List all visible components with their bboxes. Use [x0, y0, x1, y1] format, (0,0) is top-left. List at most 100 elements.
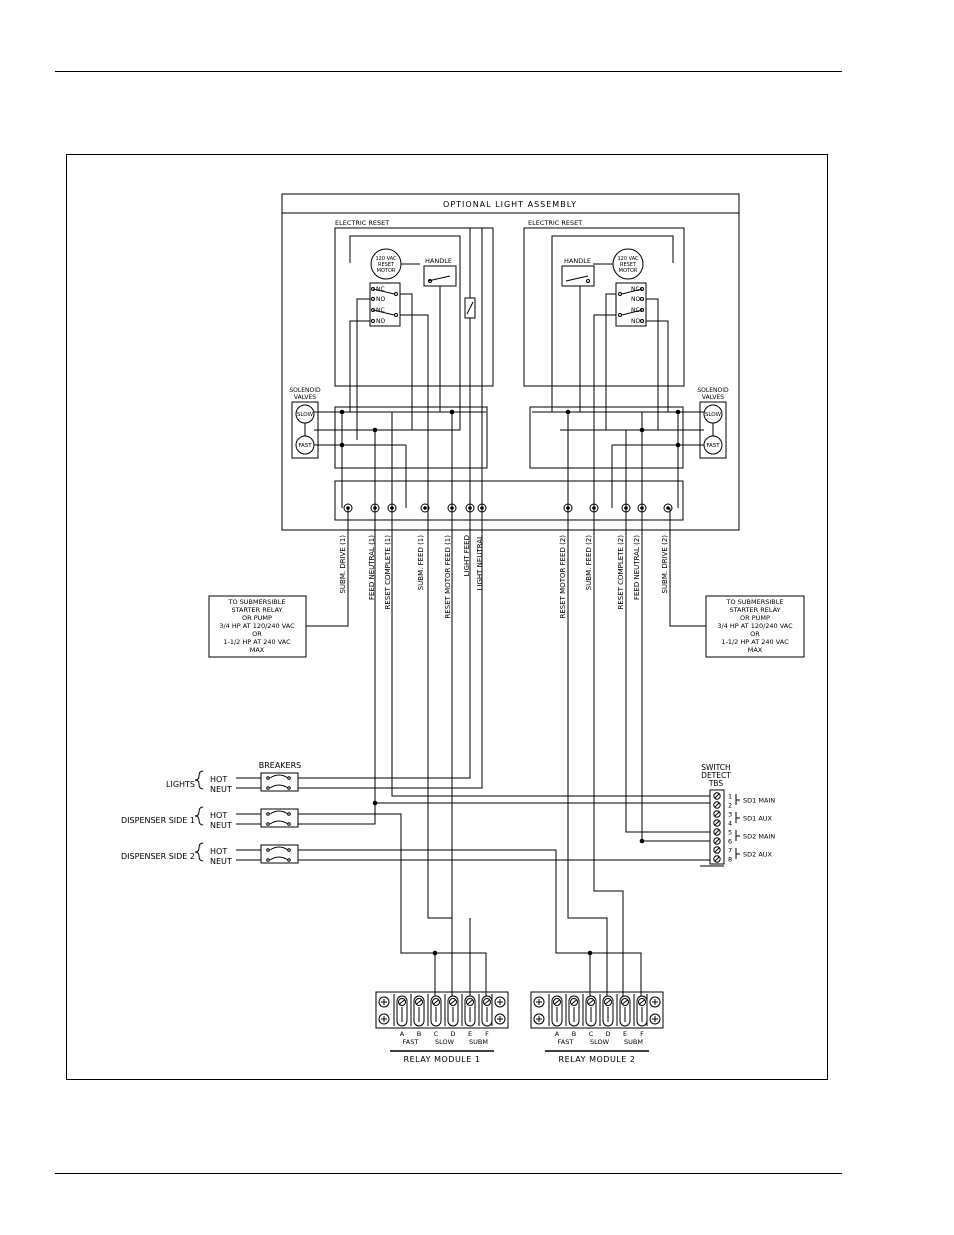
svg-text:2: 2 [728, 802, 732, 810]
starter-box-line: TO SUBMERSIBLE [726, 598, 784, 606]
breaker-contact [266, 810, 291, 816]
svg-text:120 VAC: 120 VAC [375, 256, 397, 262]
svg-text:RESET: RESET [378, 262, 395, 268]
tbs-terminal: 6 [713, 837, 732, 846]
wire-label: RESET COMPLETE (2) [617, 535, 625, 610]
svg-text:HANDLE: HANDLE [564, 257, 591, 265]
relay-terminal-letter: C [589, 1030, 594, 1038]
wire-label: SUBM. FEED (2) [585, 535, 593, 591]
starter-box-line: OR PUMP [740, 614, 770, 622]
svg-text:NC: NC [376, 286, 385, 293]
optional-light-assembly-label: OPTIONAL LIGHT ASSEMBLY [443, 200, 577, 209]
svg-text:BREAKERS: BREAKERS [259, 761, 302, 770]
tbs-terminal: 8 [713, 855, 732, 864]
relay-group-label: SUBM [469, 1038, 488, 1046]
relay-module-title: RELAY MODULE 2 [559, 1055, 636, 1064]
wire-label: LIGHT NEUTRAL [476, 535, 484, 591]
relay-terminal-letter: B [417, 1030, 421, 1038]
svg-text:FAST: FAST [706, 443, 720, 449]
svg-text:5: 5 [728, 829, 732, 837]
starter-box-line: OR [750, 630, 760, 638]
relay-group-label: FAST [558, 1038, 574, 1046]
wire-label: LIGHT FEED [463, 535, 471, 576]
wire-label: FEED NEUTRAL (2) [633, 535, 641, 600]
relay-contacts-right [615, 282, 647, 327]
wire-label: RESET MOTOR FEED (2) [559, 535, 567, 619]
relay-terminal-letter: D [605, 1030, 610, 1038]
svg-text:NO: NO [376, 296, 385, 303]
tbs-terminal: 2 [713, 801, 732, 810]
svg-text:120 VAC: 120 VAC [617, 256, 639, 262]
tbs-label: SD2 AUX [743, 851, 773, 859]
wire-label: SUBM. DRIVE (2) [661, 535, 669, 594]
starter-box-line: STARTER RELAY [231, 606, 282, 614]
page-rule-top [55, 71, 842, 72]
svg-text:6: 6 [728, 838, 732, 846]
svg-text:MOTOR: MOTOR [619, 268, 638, 274]
tbs-terminal: 5 [713, 828, 732, 837]
page-rule-bottom [55, 1173, 842, 1174]
svg-text:NC: NC [631, 286, 640, 293]
starter-box-line: 1-1/2 HP AT 240 VAC [223, 638, 291, 646]
relay-group-label: SLOW [435, 1038, 455, 1046]
relay-contacts-left [369, 282, 401, 327]
svg-text:RESET: RESET [620, 262, 637, 268]
strip-terminal [663, 503, 673, 513]
svg-text:8: 8 [728, 856, 732, 864]
electric-reset-label-right: ELECTRIC RESET [528, 219, 582, 227]
svg-text:DISPENSER SIDE 1: DISPENSER SIDE 1 [121, 816, 195, 825]
starter-box-line: OR PUMP [242, 614, 272, 622]
svg-text:4: 4 [728, 820, 732, 828]
relay-module-title: RELAY MODULE 1 [404, 1055, 481, 1064]
svg-text:NEUT: NEUT [210, 857, 232, 866]
wire-label: SUBM. DRIVE (1) [339, 535, 347, 594]
starter-box-line: STARTER RELAY [729, 606, 780, 614]
dispenser-housing: OPTIONAL LIGHT ASSEMBLY [281, 193, 740, 531]
svg-text:NO: NO [376, 318, 385, 325]
relay-terminal-letter: A [400, 1030, 405, 1038]
svg-text:MOTOR: MOTOR [377, 268, 396, 274]
starter-box-line: TO SUBMERSIBLE [228, 598, 286, 606]
wire-label: RESET MOTOR FEED (1) [444, 535, 452, 619]
relay-terminal-letter: E [623, 1030, 627, 1038]
breaker-contact [266, 856, 291, 862]
relay-terminal-letter: F [640, 1030, 644, 1038]
electric-reset-right: ELECTRIC RESET 120 VAC RESET MOTOR HANDL… [523, 219, 685, 508]
relay-terminal-letter: B [572, 1030, 576, 1038]
breakers: BREAKERS LIGHTS HOT NEUT DISPENSER SIDE … [121, 761, 301, 866]
breaker-contact [266, 820, 291, 826]
handle-switch-left [423, 265, 457, 287]
tbs-label: SD1 MAIN [743, 797, 775, 805]
svg-text:TBS: TBS [708, 779, 724, 788]
svg-text:NEUT: NEUT [210, 821, 232, 830]
electric-reset-left: ELECTRIC RESET 120 VAC RESET MOTOR HANDL… [334, 219, 494, 508]
svg-text:LIGHTS: LIGHTS [166, 780, 195, 789]
relay-terminal-letter: F [485, 1030, 489, 1038]
wire-label: SUBM. FEED (1) [417, 535, 425, 591]
relay-terminal-letter: C [434, 1030, 439, 1038]
relay-group-label: FAST [403, 1038, 419, 1046]
diagram-frame [66, 154, 828, 1080]
breaker-contact [266, 846, 291, 852]
wire-label: FEED NEUTRAL (1) [368, 535, 376, 600]
svg-text:FAST: FAST [298, 443, 312, 449]
svg-text:3: 3 [728, 811, 732, 819]
terminal-strip [334, 480, 684, 521]
solenoid-valves-right: SOLENOID VALVES SLOW FAST [697, 387, 729, 459]
tbs-label: SD1 AUX [743, 815, 773, 823]
starter-box-line: 3/4 HP AT 120/240 VAC [219, 622, 295, 630]
svg-text:HOT: HOT [210, 811, 227, 820]
tbs-terminal: 7 [713, 846, 732, 855]
svg-text:7: 7 [728, 847, 732, 855]
starter-box-line: 1-1/2 HP AT 240 VAC [721, 638, 789, 646]
solenoid-valves-left: SOLENOID VALVES SLOW FAST [289, 387, 321, 459]
svg-text:SOLENOID: SOLENOID [289, 387, 321, 394]
svg-text:1: 1 [728, 793, 732, 801]
svg-text:VALVES: VALVES [294, 394, 316, 401]
handle-switch-right [561, 265, 595, 287]
